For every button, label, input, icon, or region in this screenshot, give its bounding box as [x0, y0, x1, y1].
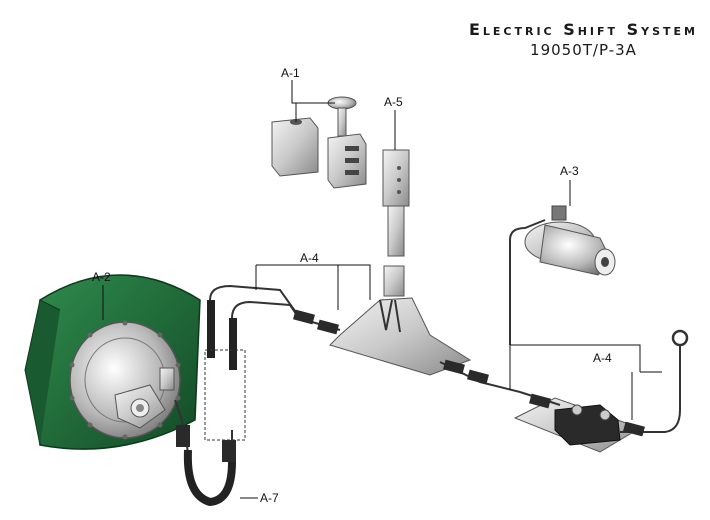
connectors: [176, 300, 645, 462]
part-number: 19050T/P-3A: [530, 41, 637, 59]
title-block: Electric Shift System 19050T/P-3A: [469, 20, 698, 59]
leader-lines: [102, 80, 662, 499]
dashed-group: [204, 349, 246, 441]
callout-a7: A-7: [260, 491, 279, 505]
callout-a3: A-3: [560, 164, 579, 178]
shift-actuator-parts: [271, 96, 367, 189]
shift-lever: [382, 149, 410, 297]
axle-housing: [24, 274, 201, 450]
callout-a1: A-1: [281, 66, 300, 80]
callout-a5: A-5: [384, 95, 403, 109]
solenoid: [524, 205, 616, 276]
shifter-base: [329, 297, 472, 376]
diagram-title: Electric Shift System: [468, 20, 698, 39]
callout-a4-right: A-4: [593, 351, 612, 365]
circuit-breaker: [513, 397, 642, 453]
callout-a4-top: A-4: [300, 251, 319, 265]
jumper-cable: [183, 449, 236, 507]
callout-a2: A-2: [92, 270, 111, 284]
